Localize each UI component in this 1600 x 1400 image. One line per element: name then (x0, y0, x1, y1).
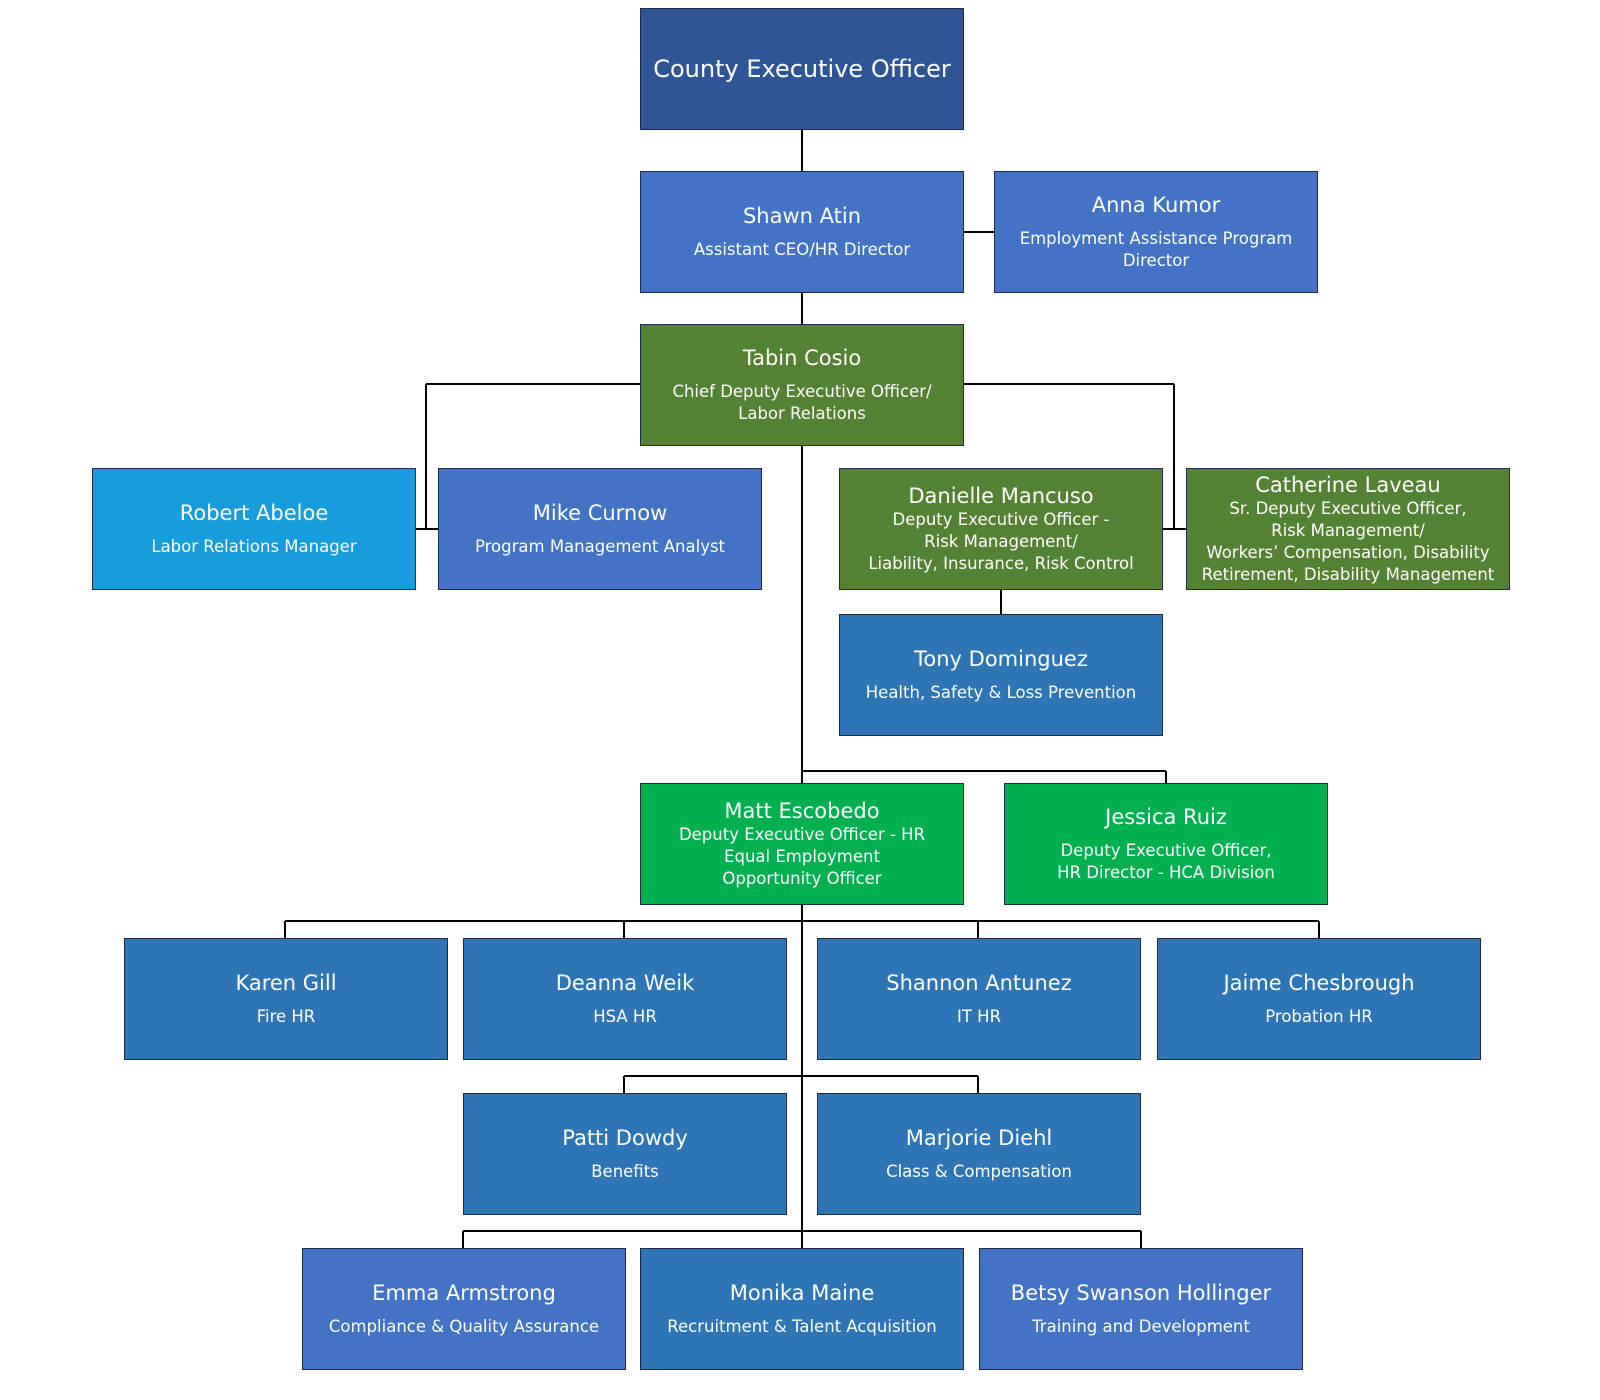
node-title: Employment Assistance Program Director (1019, 229, 1293, 270)
node-jaime-chesbrough: Jaime Chesbrough Probation HR (1157, 938, 1481, 1060)
node-title: Deputy Executive Officer - Risk Manageme… (868, 510, 1134, 573)
node-tabin-cosio: Tabin Cosio Chief Deputy Executive Offic… (640, 324, 964, 446)
node-catherine-laveau: Catherine Laveau Sr. Deputy Executive Of… (1186, 468, 1510, 590)
node-title: Deputy Executive Officer, HR Director - … (1057, 841, 1275, 882)
node-name: Danielle Mancuso (908, 484, 1094, 508)
node-name: Robert Abeloe (179, 501, 329, 525)
node-title: Sr. Deputy Executive Officer, Risk Manag… (1201, 499, 1495, 584)
node-anna-kumor: Anna Kumor Employment Assistance Program… (994, 171, 1318, 293)
node-title: Assistant CEO/HR Director (693, 240, 911, 259)
node-matt-escobedo: Matt Escobedo Deputy Executive Officer -… (640, 783, 964, 905)
node-karen-gill: Karen Gill Fire HR (124, 938, 448, 1060)
node-tony-dominguez: Tony Dominguez Health, Safety & Loss Pre… (839, 614, 1163, 736)
node-name: County Executive Officer (653, 55, 951, 83)
node-mike-curnow: Mike Curnow Program Management Analyst (438, 468, 762, 590)
node-jessica-ruiz: Jessica Ruiz Deputy Executive Officer, H… (1004, 783, 1328, 905)
node-name: Shawn Atin (742, 204, 862, 228)
node-name: Tony Dominguez (914, 647, 1088, 671)
node-marjorie-diehl: Marjorie Diehl Class & Compensation (817, 1093, 1141, 1215)
node-name: Patti Dowdy (562, 1126, 688, 1150)
node-name: Mike Curnow (532, 501, 668, 525)
node-name: Matt Escobedo (724, 799, 880, 823)
node-betsy-swanson-hollinger: Betsy Swanson Hollinger Training and Dev… (979, 1248, 1303, 1370)
node-title: Program Management Analyst (474, 537, 726, 556)
node-robert-abeloe: Robert Abeloe Labor Relations Manager (92, 468, 416, 590)
node-name: Shannon Antunez (886, 971, 1072, 995)
node-name: Jaime Chesbrough (1223, 971, 1415, 995)
node-emma-armstrong: Emma Armstrong Compliance & Quality Assu… (302, 1248, 626, 1370)
node-name: Karen Gill (235, 971, 337, 995)
node-title: Fire HR (256, 1007, 316, 1026)
node-name: Betsy Swanson Hollinger (1010, 1281, 1272, 1305)
node-monika-maine: Monika Maine Recruitment & Talent Acquis… (640, 1248, 964, 1370)
node-title: Benefits (591, 1162, 659, 1181)
node-shawn-atin: Shawn Atin Assistant CEO/HR Director (640, 171, 964, 293)
node-name: Monika Maine (729, 1281, 875, 1305)
node-title: Chief Deputy Executive Officer/ Labor Re… (672, 382, 932, 423)
node-county-executive-officer: County Executive Officer (640, 8, 964, 130)
node-title: Recruitment & Talent Acquisition (667, 1317, 937, 1336)
node-shannon-antunez: Shannon Antunez IT HR (817, 938, 1141, 1060)
node-title: Compliance & Quality Assurance (328, 1317, 600, 1336)
node-title: Probation HR (1265, 1007, 1373, 1026)
node-name: Marjorie Diehl (905, 1126, 1053, 1150)
node-title: Class & Compensation (886, 1162, 1072, 1181)
node-title: IT HR (956, 1007, 1002, 1026)
node-title: Training and Development (1032, 1317, 1250, 1336)
node-name: Catherine Laveau (1255, 473, 1441, 497)
node-name: Tabin Cosio (742, 346, 862, 370)
node-name: Deanna Weik (555, 971, 695, 995)
node-deanna-weik: Deanna Weik HSA HR (463, 938, 787, 1060)
node-danielle-mancuso: Danielle Mancuso Deputy Executive Office… (839, 468, 1163, 590)
node-patti-dowdy: Patti Dowdy Benefits (463, 1093, 787, 1215)
node-title: HSA HR (593, 1007, 657, 1026)
node-title: Deputy Executive Officer - HR Equal Empl… (678, 825, 926, 888)
node-name: Anna Kumor (1091, 193, 1221, 217)
node-name: Emma Armstrong (372, 1281, 556, 1305)
node-title: Health, Safety & Loss Prevention (865, 683, 1137, 702)
node-title: Labor Relations Manager (151, 537, 357, 556)
node-name: Jessica Ruiz (1105, 805, 1227, 829)
